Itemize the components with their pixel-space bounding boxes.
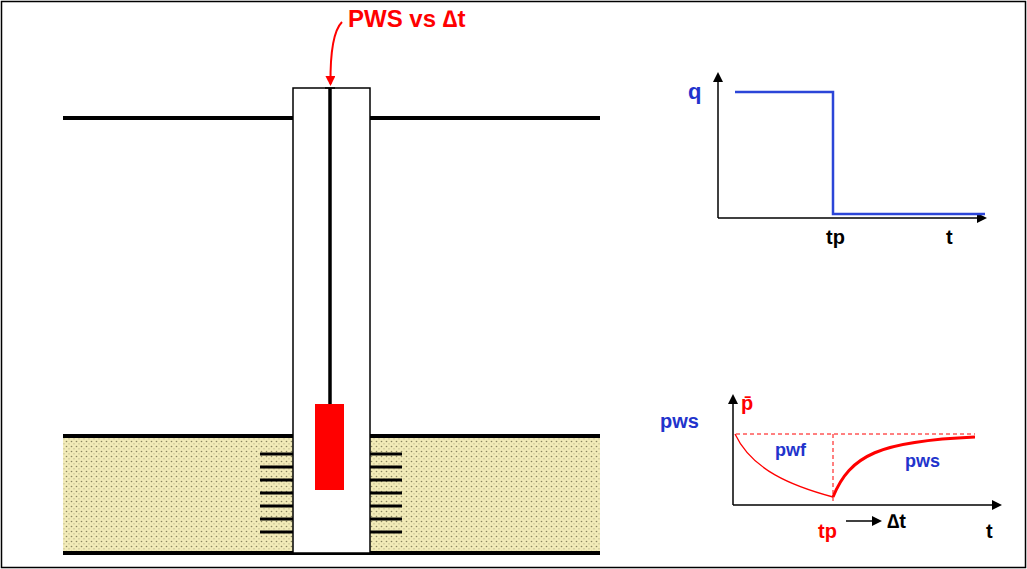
curve-label: pws	[905, 452, 940, 472]
axis-label: t	[986, 520, 993, 542]
axis-label: q	[688, 80, 701, 104]
average-pressure-label: p̄	[741, 392, 753, 414]
axis-label: pws	[660, 410, 699, 432]
measurement-label: PWS vs ∆t	[348, 6, 465, 32]
curve-label: pwf	[775, 441, 806, 461]
time-label: tp	[826, 226, 845, 248]
axis-label: t	[946, 226, 953, 248]
time-label: ∆t	[887, 510, 906, 532]
time-label: tp	[818, 520, 837, 542]
